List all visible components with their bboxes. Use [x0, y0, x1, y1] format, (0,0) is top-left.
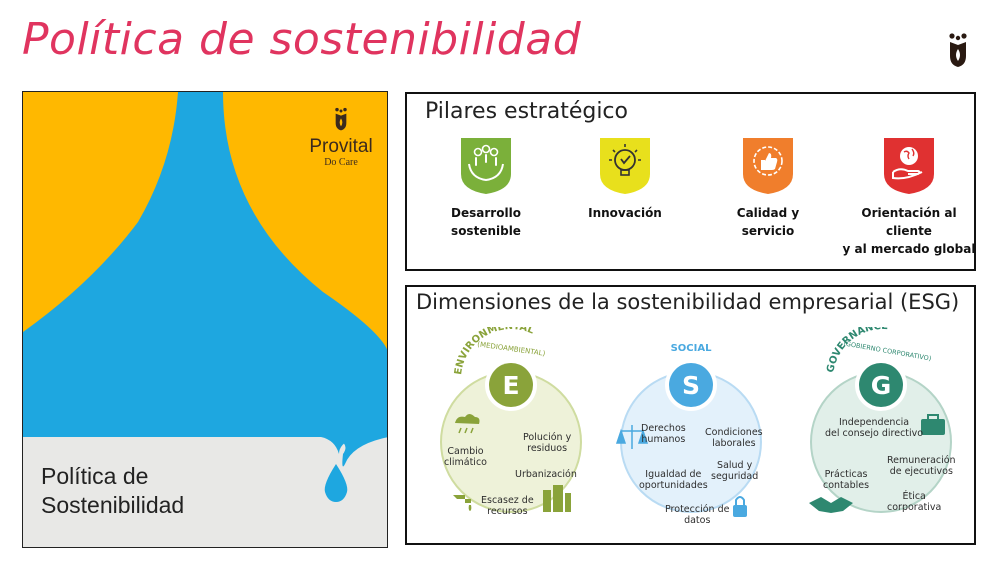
buildings-icon [543, 490, 551, 512]
pillar-innovation: Innovación [560, 134, 690, 222]
environmental-graphic: E ENVIRONMENTAL (MEDIOAMBIENTAL) [440, 327, 582, 513]
pillar-label-3a: Calidad y [736, 206, 800, 220]
pillar-label-2: Innovación [588, 206, 662, 220]
cover-brand: Provital Do Care [301, 107, 381, 169]
page-title: Política de sostenibilidad [22, 14, 582, 65]
env-sublabel: (MEDIOAMBIENTAL) [477, 340, 546, 357]
cover-brand-tagline: Do Care [324, 157, 358, 168]
handshake-icon [809, 497, 853, 513]
pillar-sustainable-development: Desarrollo sostenible [421, 134, 551, 240]
social-letter: S [682, 371, 700, 400]
pillar-label-4a: Orientación al cliente [861, 206, 957, 238]
esg-dimensions-panel: Dimensiones de la sostenibilidad empresa… [405, 285, 976, 545]
cloud-rain-icon [455, 414, 480, 424]
thumbs-up-icon [743, 138, 793, 194]
pillar-label-3b: servicio [741, 224, 795, 238]
esg-title: Dimensiones de la sostenibilidad empresa… [416, 290, 960, 314]
scales-icon [615, 425, 649, 449]
padlock-icon [733, 505, 747, 517]
provital-logo-icon [949, 33, 967, 67]
pillar-quality-service: Calidad y servicio [703, 134, 833, 240]
gov-sublabel: (GOBIERNO CORPORATIVO) [843, 339, 932, 362]
policy-cover: Provital Do Care Política de Sostenibili… [22, 91, 388, 548]
faucet-icon [453, 495, 471, 503]
pillar-customer-orientation: Orientación al cliente y al mercado glob… [841, 134, 977, 258]
governance-dimension: G GOVERNANCE (GOBIERNO CORPORATIVO) Inde… [803, 327, 963, 537]
briefcase-icon [921, 419, 945, 435]
strategic-pillars-panel: Pilares estratégico Desarrollo sostenibl… [405, 92, 976, 271]
pillar-label-4b: y al mercado global [842, 242, 976, 256]
cover-title-line2: Sostenibilidad [41, 492, 185, 518]
cover-title-line1: Política de [41, 463, 149, 489]
social-label: SOCIAL [671, 343, 713, 354]
env-item-urbanization: Urbanización [515, 469, 577, 480]
cover-brand-name: Provital [309, 136, 373, 157]
gov-letter: G [871, 371, 892, 400]
hands-people-icon [461, 138, 511, 194]
lightbulb-icon [600, 138, 650, 194]
environmental-dimension: E ENVIRONMENTAL (MEDIOAMBIENTAL) Cambioc… [433, 327, 583, 537]
governance-graphic: G GOVERNANCE (GOBIERNO CORPORATIVO) [809, 327, 952, 513]
globe-hand-icon [884, 138, 934, 194]
provital-small-logo-icon [335, 107, 347, 131]
cover-drop-illustration [23, 92, 387, 547]
social-graphic: S SOCIAL [615, 343, 762, 517]
env-letter: E [502, 371, 519, 400]
pillar-label-1a: Desarrollo [451, 206, 521, 220]
cover-title: Política de Sostenibilidad [41, 462, 301, 520]
pillar-label-1b: sostenible [451, 224, 521, 238]
pillars-title: Pilares estratégico [425, 99, 628, 124]
